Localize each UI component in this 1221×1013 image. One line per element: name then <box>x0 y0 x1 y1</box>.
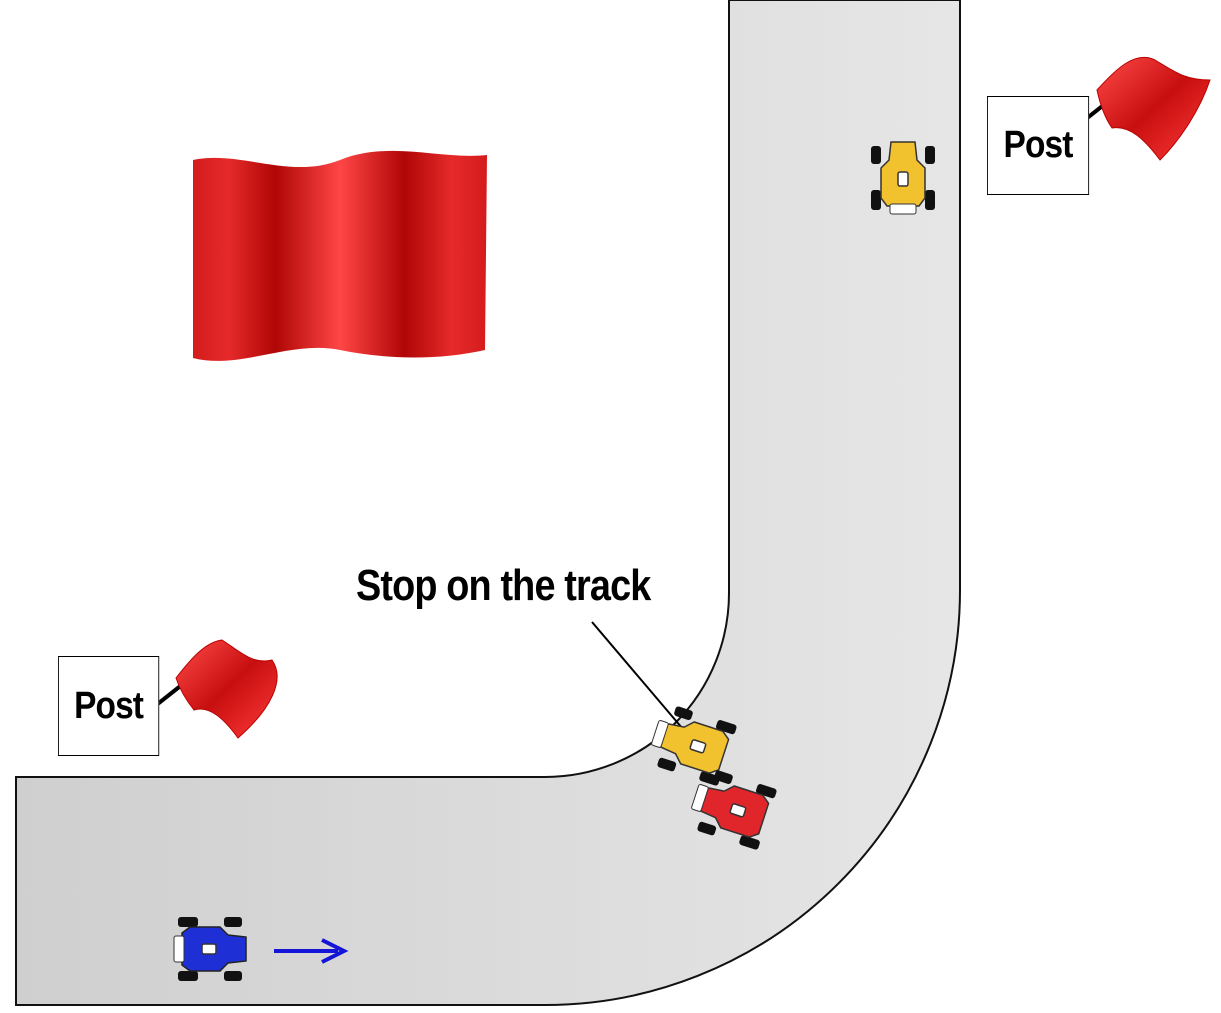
post-flag-top-right <box>1070 56 1211 161</box>
post-box-bottom-left: Post <box>58 656 160 756</box>
callout-label: Stop on the track <box>356 561 651 610</box>
post-box-top-right: Post <box>987 96 1090 195</box>
red-flag-icon <box>175 639 278 739</box>
race-track <box>15 0 961 1006</box>
post-label: Post <box>1003 124 1074 166</box>
race-car-icon <box>691 770 777 850</box>
red-flag-icon <box>193 150 487 361</box>
right-arrow-icon <box>274 938 349 964</box>
red-flag-icon <box>1096 56 1211 161</box>
post-flag-bottom-left <box>148 639 278 739</box>
post-label: Post <box>74 684 144 727</box>
race-car-icon <box>651 706 737 786</box>
callout-leader-line <box>591 621 689 736</box>
race-car-icon <box>871 141 935 215</box>
race-car-icon <box>173 917 247 981</box>
